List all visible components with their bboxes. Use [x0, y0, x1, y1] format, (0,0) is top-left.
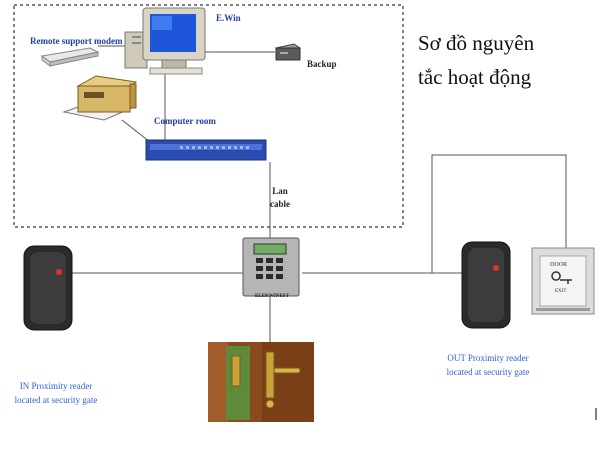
door-lock-icon	[208, 342, 314, 422]
diagram-title: Sơ đồ nguyên tắc hoạt động	[418, 26, 534, 94]
backup-drive-icon	[274, 43, 302, 61]
proximity-reader-icon	[461, 241, 511, 329]
computer-room-boundary	[13, 4, 404, 228]
exit-button-top-label: DOOR	[550, 262, 568, 268]
out-reader-label: OUT Proximity reader located at security…	[432, 351, 544, 379]
in-reader-label-line-1: IN Proximity reader	[19, 381, 93, 391]
proximity-reader-icon	[23, 245, 73, 331]
lan-cable-label: Lan cable	[270, 185, 290, 211]
title-line-2: tắc hoạt động	[418, 65, 532, 89]
out-reader-label-line-2: located at security gate	[446, 367, 530, 377]
cable-label: cable	[270, 199, 290, 209]
computer-icon	[124, 7, 206, 75]
in-reader-label: IN Proximity reader located at security …	[2, 379, 110, 407]
exit-button-icon	[531, 247, 595, 315]
network-switch-icon	[145, 139, 267, 161]
in-reader-label-line-2: located at security gate	[14, 395, 98, 405]
controller-brand-label: ELEKWINEST	[255, 294, 289, 299]
backup-label: Backup	[307, 59, 337, 69]
modem-icon	[40, 47, 100, 67]
printer-icon	[62, 75, 138, 121]
out-reader-label-line-1: OUT Proximity reader	[447, 353, 529, 363]
access-controller-icon	[242, 237, 300, 297]
exit-button-bottom-label: EXIT	[555, 289, 567, 294]
ewin-label: E.Win	[216, 13, 241, 23]
lan-label: Lan	[272, 186, 288, 196]
title-line-1: Sơ đồ nguyên	[418, 31, 535, 55]
remote-modem-label: Remote support modem	[30, 36, 123, 46]
computer-room-label: Computer room	[154, 116, 216, 126]
